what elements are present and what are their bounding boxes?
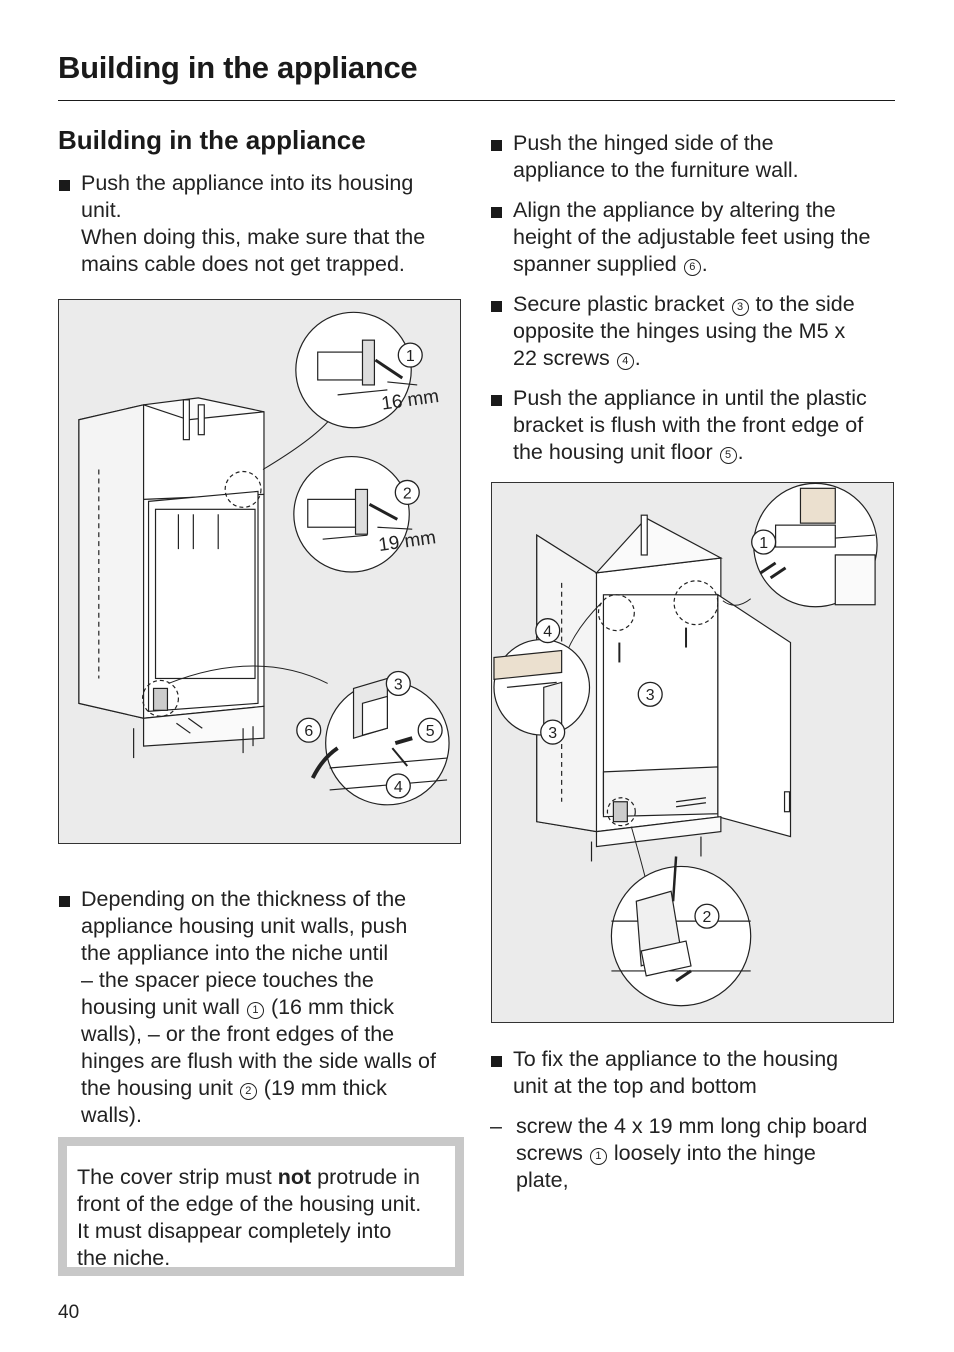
ref-marker: 6 [683, 259, 701, 276]
bullet-push-flush: Push the appliance in until the plastic … [490, 385, 900, 466]
text-line: bracket is flush with the front edge of [513, 413, 864, 437]
left-step-1: Push the appliance into its housing unit… [58, 170, 458, 278]
figure-1-drawing: 1 16 mm 2 19 mm 3 4 5 6 [78, 311, 450, 806]
figure-2-fixing: 1 2 3 3 4 [491, 482, 894, 1023]
section-heading: Building in the appliance [58, 125, 366, 155]
text-line: Push the hinged side of the [513, 131, 774, 155]
text-run: protrude in [311, 1165, 420, 1189]
text-line: the appliance into the niche until [81, 941, 389, 965]
figure-2-drawing: 1 2 3 3 4 [493, 483, 878, 1007]
text-run: loosely into the hinge [613, 1141, 816, 1165]
ref-marker: 5 [719, 447, 737, 464]
text-line: hinges are flush with the side walls of [81, 1049, 436, 1073]
text-run: Secure plastic bracket [513, 292, 725, 316]
dash-screw-hinge-plate: screw the 4 x 19 mm long chip board scre… [490, 1113, 900, 1194]
text-line: unit at the top and bottom [513, 1074, 757, 1098]
text-run: . [701, 252, 708, 276]
figure-1-installation: 1 16 mm 2 19 mm 3 4 5 6 [58, 299, 461, 844]
bullet-secure-bracket: Secure plastic bracket 3 to the side opp… [490, 291, 900, 372]
marker-6: 6 [304, 723, 313, 740]
text-line: plate, [516, 1168, 569, 1192]
text-line: screw the 4 x 19 mm long chip board [516, 1114, 868, 1138]
text-line: appliance housing unit walls, push [81, 914, 408, 938]
text-line: Push the appliance into its housing [81, 171, 414, 195]
text-line: unit. [81, 198, 122, 222]
ref-marker: 4 [616, 353, 634, 370]
text-line: 22 screws 4. [513, 345, 900, 372]
text-run: spanner supplied [513, 252, 677, 276]
text-run: . [634, 346, 641, 370]
text-line: Align the appliance by altering the [513, 198, 836, 222]
bullet-align-appliance: Align the appliance by altering the heig… [490, 197, 900, 278]
text-line: The cover strip must not protrude in [77, 1164, 445, 1191]
marker-3: 3 [646, 687, 655, 704]
ref-marker: 1 [589, 1148, 607, 1165]
marker-2: 2 [702, 909, 711, 926]
left-step-2: Depending on the thickness of the applia… [58, 886, 463, 1129]
right-steps-bottom: To fix the appliance to the housing unit… [490, 1046, 900, 1194]
text-run: housing unit wall [81, 995, 240, 1019]
note-box: The cover strip must not protrude in fro… [58, 1137, 464, 1276]
text-line: the housing unit 2 (19 mm thick [81, 1075, 463, 1102]
bullet-push-into-housing: Push the appliance into its housing unit… [58, 170, 458, 278]
ref-marker: 2 [239, 1083, 257, 1100]
page-number: 40 [58, 1302, 80, 1323]
text-run: 22 screws [513, 346, 610, 370]
text-line: the niche. [77, 1246, 171, 1270]
bullet-hinged-side: Push the hinged side of the appliance to… [490, 130, 900, 184]
marker-1: 1 [759, 535, 768, 552]
marker-3-detail: 3 [548, 725, 557, 742]
marker-3: 3 [394, 676, 403, 693]
text-run: . [737, 440, 744, 464]
text-line: It must disappear completely into [77, 1219, 392, 1243]
text-line: housing unit wall 1 (16 mm thick [81, 994, 463, 1021]
text-line: appliance to the furniture wall. [513, 158, 799, 182]
text-run: (16 mm thick [270, 995, 394, 1019]
text-line: the housing unit floor 5. [513, 439, 900, 466]
text-line: To fix the appliance to the housing [513, 1047, 839, 1071]
text-run: (19 mm thick [263, 1076, 387, 1100]
marker-2: 2 [403, 485, 412, 502]
text-run: to the side [755, 292, 855, 316]
text-line: When doing this, make sure that the [81, 225, 426, 249]
ref-marker: 1 [246, 1002, 264, 1019]
text-line: Secure plastic bracket 3 to the side [513, 291, 900, 318]
text-line: walls). [81, 1103, 142, 1127]
text-run: screws [516, 1141, 583, 1165]
right-steps: Push the hinged side of the appliance to… [490, 130, 900, 466]
bullet-push-into-niche: Depending on the thickness of the applia… [58, 886, 463, 1129]
text-line: Depending on the thickness of the [81, 887, 407, 911]
text-line: screws 1 loosely into the hinge [516, 1140, 900, 1167]
bullet-fix-appliance: To fix the appliance to the housing unit… [490, 1046, 900, 1100]
title-rule [58, 100, 895, 101]
marker-5: 5 [426, 723, 435, 740]
marker-4: 4 [543, 624, 552, 641]
marker-4: 4 [394, 779, 403, 796]
ref-marker: 3 [731, 299, 749, 316]
text-line: spanner supplied 6. [513, 251, 900, 278]
text-line: walls), – or the front edges of the [81, 1022, 395, 1046]
note-text: The cover strip must not protrude in fro… [67, 1146, 455, 1270]
page-title: Building in the appliance [58, 50, 418, 85]
text-run: the housing unit floor [513, 440, 713, 464]
text-run: the housing unit [81, 1076, 233, 1100]
text-run: The cover strip must [77, 1165, 278, 1189]
text-line: front of the edge of the housing unit. [77, 1192, 422, 1216]
text-line: opposite the hinges using the M5 x [513, 319, 846, 343]
marker-1: 1 [406, 348, 415, 365]
text-line: – the spacer piece touches the [81, 968, 374, 992]
emphasis-not: not [277, 1165, 312, 1189]
text-line: height of the adjustable feet using the [513, 225, 871, 249]
text-line: Push the appliance in until the plastic [513, 386, 867, 410]
text-line: mains cable does not get trapped. [81, 252, 405, 276]
